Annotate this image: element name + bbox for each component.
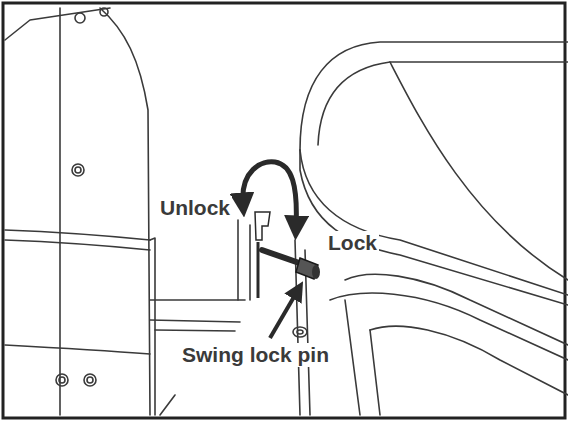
part-label: Lock (326, 231, 379, 255)
machine-body (5, 8, 568, 415)
part-label: Unlock (158, 196, 232, 220)
rotation-arrow (243, 162, 297, 228)
frame (3, 3, 565, 418)
leader-arrow (270, 290, 298, 338)
swing-lock-pin (262, 250, 320, 279)
part-label: Swing lock pin (180, 343, 331, 367)
